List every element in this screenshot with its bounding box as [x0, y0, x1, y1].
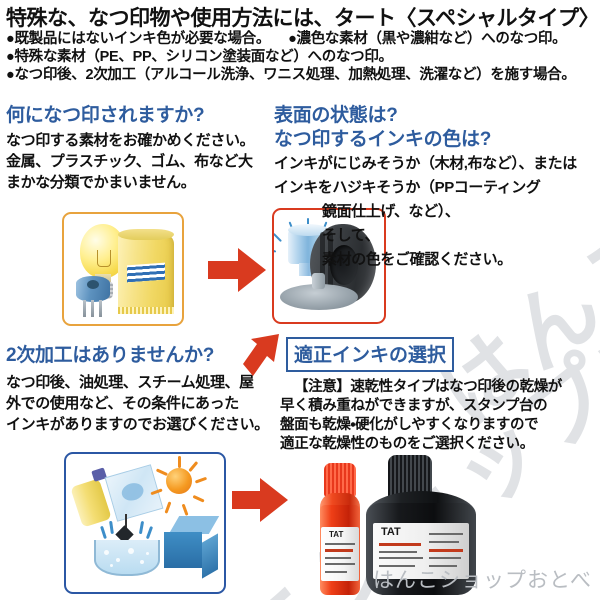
illustration-box-materials — [62, 212, 184, 326]
illustration-box-surface — [272, 208, 386, 324]
section-body-process: なつ印後、油処理、スチーム処理、屋 外での使用など、その条件にあった インキがあ… — [6, 372, 269, 435]
product-photo-ink-bottles: TAT TAT — [300, 455, 590, 595]
electronic-component-icon — [76, 276, 110, 317]
bullet-item-2: ●濃色な素材（黒や濃紺など）へのなつ印。 — [288, 31, 567, 47]
bullet-row-1: ●既製品にはないインキ色が必要な場合。 ●濃色な素材（黒や濃紺など）へのなつ印。 — [6, 30, 598, 48]
process-line-2: 外での使用など、その条件にあった — [6, 395, 239, 412]
surface-line-5: 素材の色をご確認ください。 — [322, 251, 512, 268]
section-body-surface: インキがにじみそうか（木材,布など）、または インキをハジキそうか（PPコーティ… — [274, 152, 577, 272]
plastic-bag-icon — [118, 229, 174, 314]
arrow-left-icon — [243, 334, 287, 376]
section-heading-process: 2次加工はありませんか? — [6, 345, 215, 366]
small-bottle-brand: TAT — [329, 530, 344, 539]
large-bottle-brand: TAT — [381, 526, 401, 538]
ink-note-line-4: 適正な乾燥性のものをご選択ください。 — [280, 436, 534, 452]
spray-canister-icon — [70, 467, 112, 528]
materials-line-3: まかな分類でかまいません。 — [6, 174, 196, 191]
surface-line-2: インキをハジキそうか（PPコーティング — [274, 179, 541, 196]
arrow-right-icon-1 — [208, 248, 266, 292]
process-line-1: なつ印後、油処理、スチーム処理、屋 — [6, 374, 254, 391]
process-line-3: インキがありますのでお選びください。 — [6, 416, 269, 433]
ink-note-line-3: 盤面も乾燥・硬化がしやすくなりますので — [280, 417, 539, 433]
section-heading-ink-selection: 適正インキの選択 — [286, 337, 455, 372]
ink-note-line-1: 【注意】速乾性タイプはなつ印後の乾燥が — [294, 379, 562, 395]
illustration-box-process — [64, 452, 226, 594]
section-body-materials: なつ印する素材をお確かめください。 金属、プラスチック、ゴム、布など大 まかな分… — [6, 130, 255, 193]
page-title: 特殊な、なつ印物や使用方法には、タート〈スペシャルタイプ〉 — [6, 7, 600, 30]
gray-disc-icon — [280, 273, 358, 310]
materials-line-1: なつ印する素材をお確かめください。 — [6, 132, 255, 149]
section-heading-surface-2: なつ印するインキの色は? — [274, 129, 492, 150]
materials-line-2: 金属、プラスチック、ゴム、布など大 — [6, 153, 253, 170]
bullet-item-4: ●なつ印後、2次加工（アルコール洗浄、ワニス処理、加熱処理、洗濯など）を施す場合… — [6, 67, 576, 83]
surface-line-3: 鏡面仕上げ、など）、 — [322, 203, 460, 220]
section-body-ink-selection: 【注意】速乾性タイプはなつ印後の乾燥が 早く積み重ねができますが、スタンプ台の … — [280, 378, 562, 454]
bullet-item-3: ●特殊な素材（PE、PP、シリコン塗装面など）へのなつ印。 — [6, 49, 393, 65]
section-heading-surface-1: 表面の状態は? — [274, 105, 398, 126]
bullet-item-1: ●既製品にはないインキ色が必要な場合。 — [6, 31, 271, 47]
surface-line-1: インキがにじみそうか（木材,布など）、または — [274, 155, 577, 172]
arrow-right-icon-2 — [232, 478, 288, 522]
watermark-shop-name: はんこショップおとべ — [373, 569, 592, 592]
header-bullet-list: ●既製品にはないインキ色が必要な場合。●濃色な素材（黒や濃紺など）へのなつ印。 … — [6, 30, 598, 84]
surface-line-4: そして、 — [322, 227, 380, 244]
blue-cube-icon — [162, 516, 220, 579]
beaker-icon — [94, 514, 160, 576]
section-heading-materials: 何になつ印されますか? — [6, 105, 205, 126]
ink-note-line-2: 早く積み重ねができますが、スタンプ台の — [280, 398, 548, 414]
